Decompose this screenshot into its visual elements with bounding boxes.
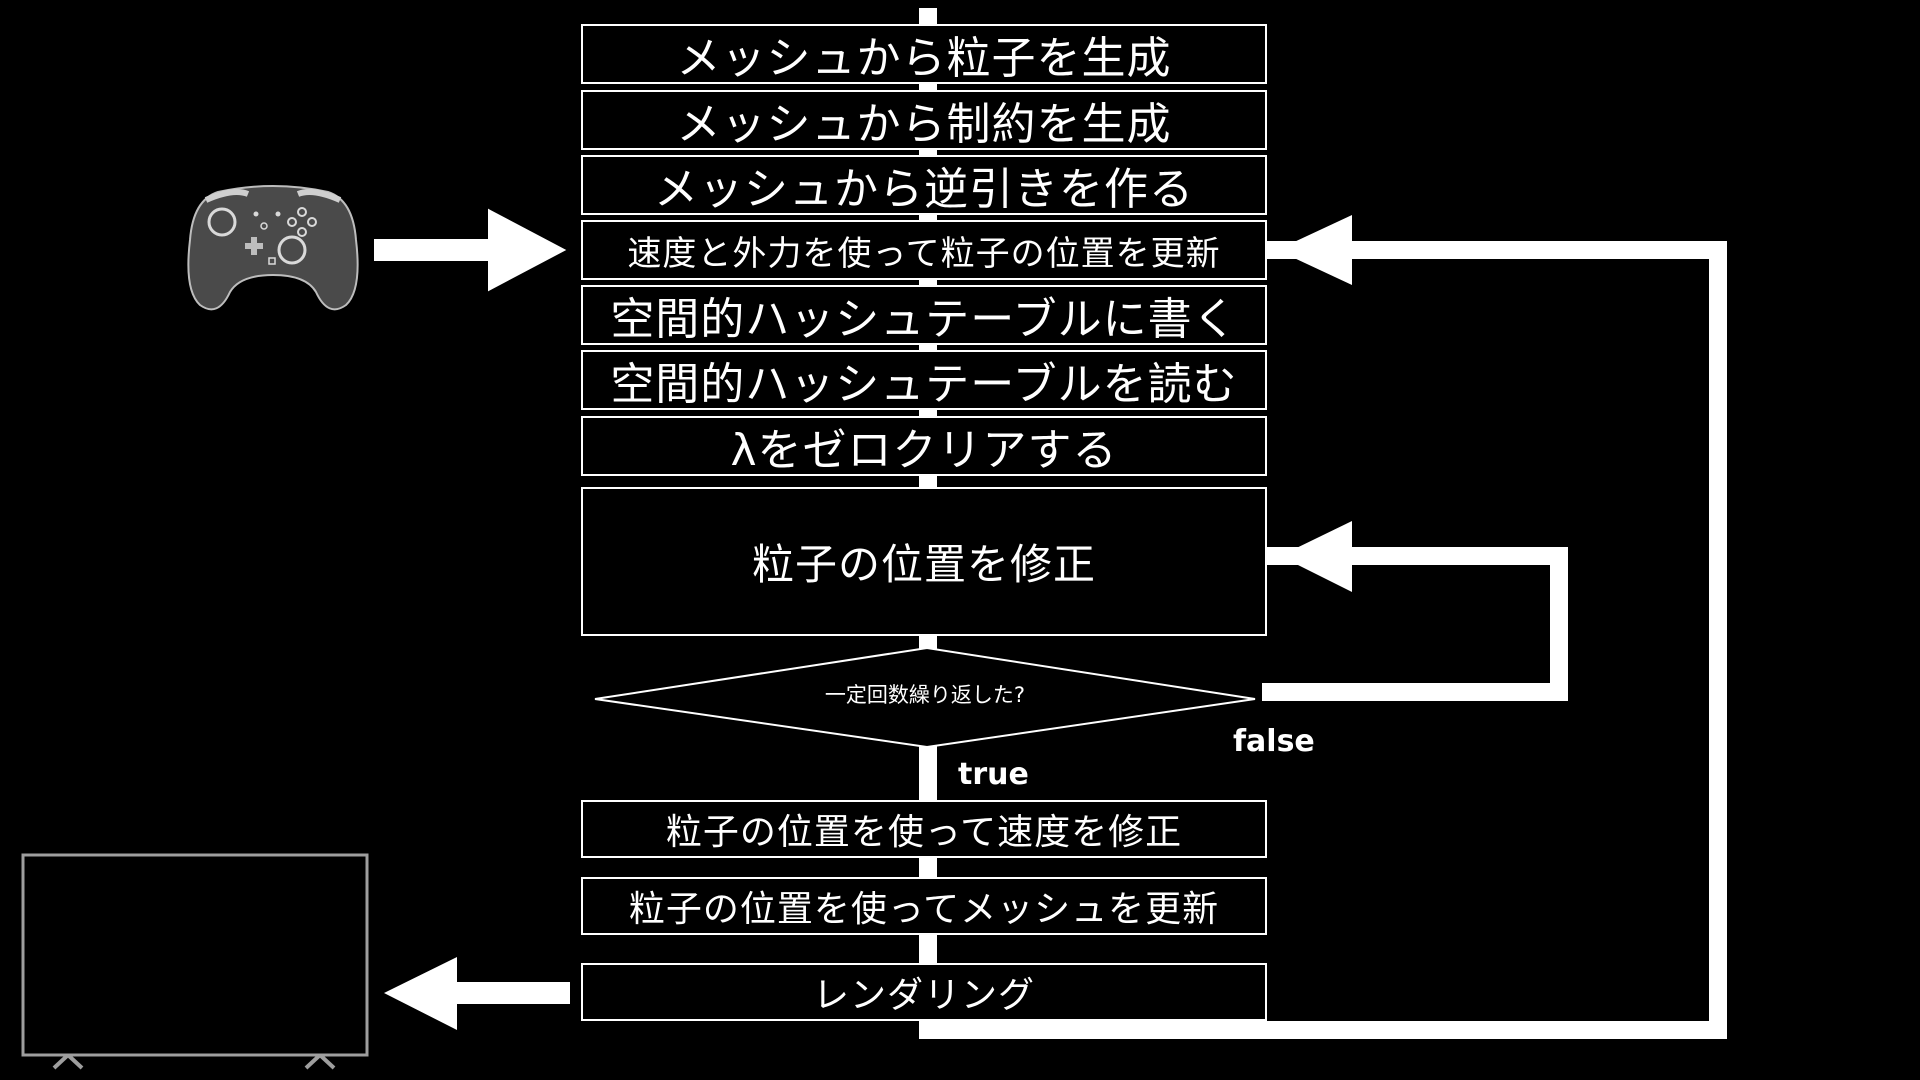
step-update-positions: 速度と外力を使って粒子の位置を更新	[581, 220, 1267, 280]
false-label: false	[1233, 724, 1315, 759]
step-write-hash-table: 空間的ハッシュテーブルに書く	[581, 285, 1267, 345]
step-correct-positions: 粒子の位置を修正	[581, 487, 1267, 636]
gamepad-icon	[187, 185, 359, 311]
step-generate-particles: メッシュから粒子を生成	[581, 24, 1267, 84]
true-label: true	[958, 757, 1029, 792]
monitor-icon	[21, 853, 369, 1070]
loop-line	[919, 241, 1727, 1039]
output-arrow-shaft	[450, 982, 570, 1004]
step-update-mesh: 粒子の位置を使ってメッシュを更新	[581, 877, 1267, 935]
input-arrow-shaft	[374, 239, 504, 261]
step-clear-lambda: λをゼロクリアする	[581, 416, 1267, 476]
step-read-hash-table: 空間的ハッシュテーブルを読む	[581, 350, 1267, 410]
step-correct-velocity: 粒子の位置を使って速度を修正	[581, 800, 1267, 858]
step-render: レンダリング	[581, 963, 1267, 1021]
decision-text: 一定回数繰り返した?	[824, 683, 1026, 707]
step-generate-constraints: メッシュから制約を生成	[581, 90, 1267, 150]
step-build-reverse-lookup: メッシュから逆引きを作る	[581, 155, 1267, 215]
